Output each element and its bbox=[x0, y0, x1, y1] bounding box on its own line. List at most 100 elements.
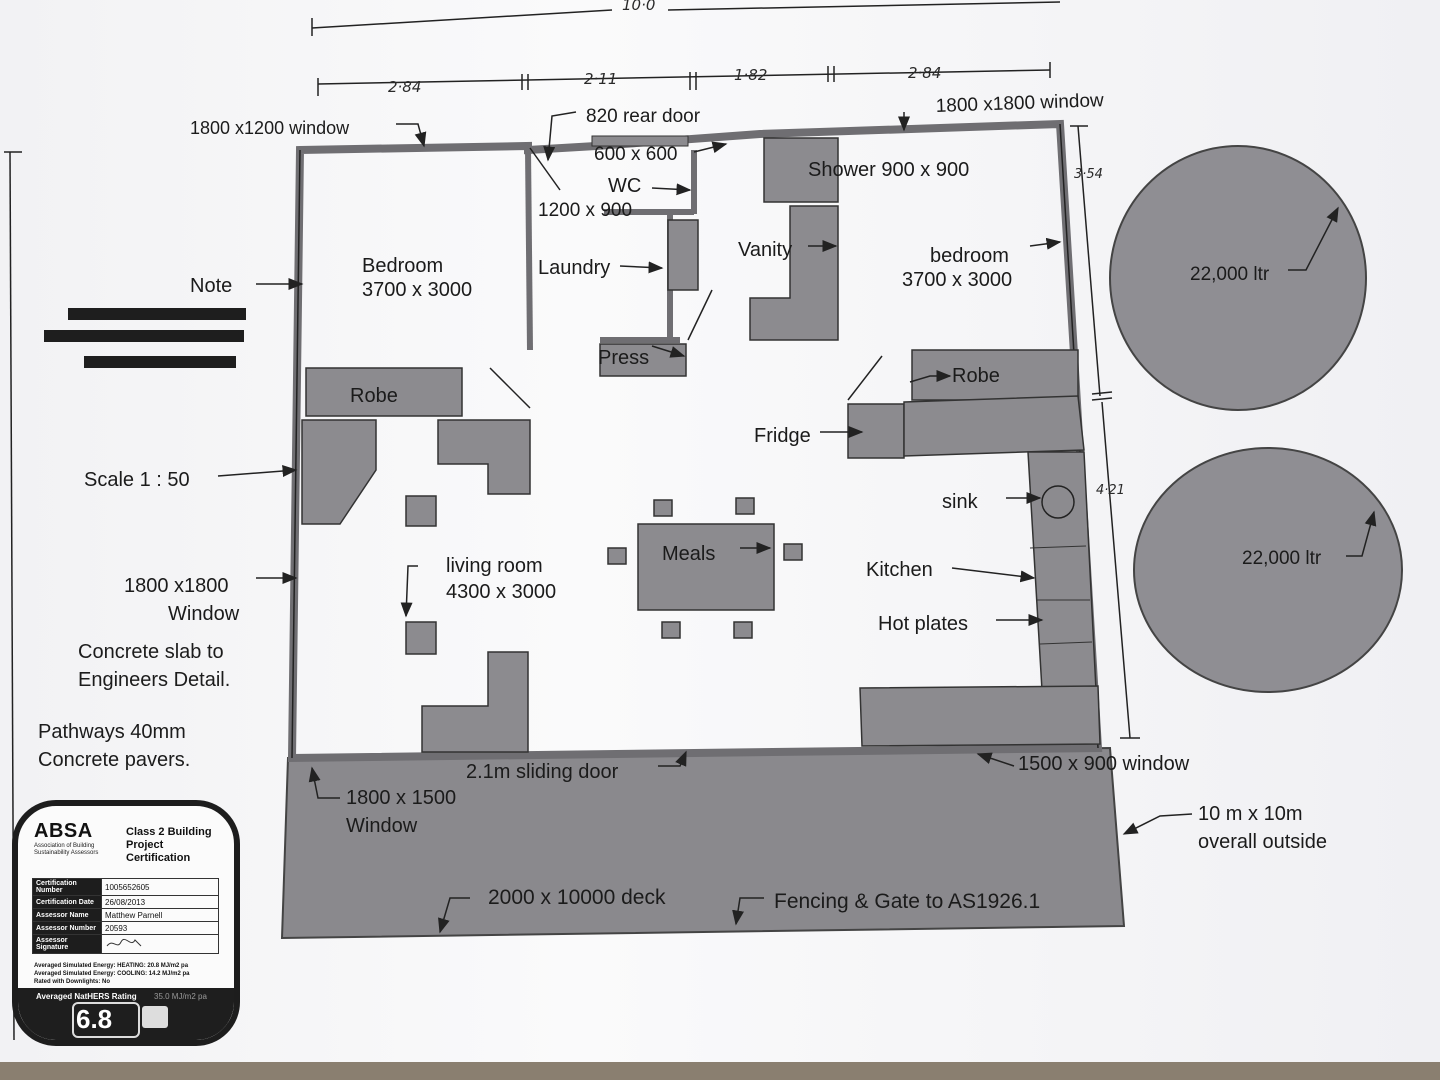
door-swing bbox=[529, 147, 561, 191]
window-bottom-left-line1: 1800 x 1500 bbox=[346, 787, 456, 809]
press-label: Press bbox=[598, 347, 649, 369]
meals-label: Meals bbox=[662, 543, 715, 565]
energy-line: Averaged Simulated Energy: HEATING: 20.8… bbox=[34, 963, 189, 969]
cert-key: Assessor Number bbox=[32, 921, 102, 935]
redacted-line bbox=[68, 308, 246, 320]
robe-left-label: Robe bbox=[350, 385, 398, 407]
cert-value: 1005652605 bbox=[101, 878, 219, 896]
absa-logo-subtitle: Association of Building Sustainability A… bbox=[34, 843, 99, 856]
cert-value: 20593 bbox=[101, 921, 219, 935]
shower-label: Shower 900 x 900 bbox=[808, 159, 969, 181]
shower bbox=[763, 137, 839, 203]
living-size: 4300 x 3000 bbox=[446, 581, 556, 603]
fridge-label: Fridge bbox=[754, 425, 811, 447]
cert-key: Assessor Name bbox=[32, 908, 102, 922]
outer-wall bbox=[287, 119, 1103, 763]
wc-size-label: 600 x 600 bbox=[594, 144, 677, 165]
note-label: Note bbox=[190, 275, 232, 297]
bedroom1-size: 3700 x 3000 bbox=[362, 279, 472, 301]
interior-wall bbox=[525, 147, 533, 351]
dim-top-2: 2·11 bbox=[584, 70, 617, 88]
pathways-note-line1: Pathways 40mm bbox=[38, 721, 186, 743]
cert-key: Certification Number bbox=[32, 878, 102, 896]
laundry-label: Laundry bbox=[538, 257, 610, 279]
cabinet-left bbox=[301, 419, 377, 525]
laundry-bench bbox=[667, 219, 699, 291]
overall-line1: 10 m x 10m bbox=[1198, 803, 1302, 825]
dim-top-1: 2·84 bbox=[388, 78, 421, 96]
kitchen-bench-bottom bbox=[859, 685, 1101, 747]
certification-badge: ABSA Association of Building Sustainabil… bbox=[12, 800, 244, 1052]
bedroom2-name: bedroom bbox=[930, 245, 1009, 267]
chair bbox=[653, 499, 673, 517]
cert-title-line2: Project bbox=[126, 839, 164, 851]
cert-value: Matthew Parnell bbox=[101, 908, 219, 922]
door-swing bbox=[847, 355, 883, 401]
cabinet-mid bbox=[437, 419, 531, 495]
tank-2-label: 22,000 ltr bbox=[1242, 548, 1322, 569]
chair bbox=[783, 543, 803, 561]
dim-top-4: 2·84 bbox=[908, 64, 941, 82]
couch bbox=[421, 651, 529, 753]
energy-line: Averaged Simulated Energy: COOLING: 14.2… bbox=[34, 971, 190, 977]
window-bottom-right-label: 1500 x 900 window bbox=[1018, 753, 1190, 775]
window-top-right-label: 1800 x1800 window bbox=[935, 90, 1104, 117]
rating-label: Averaged NatHERS Rating bbox=[36, 992, 137, 1001]
wc-wall bbox=[591, 135, 689, 147]
sliding-door-label: 2.1m sliding door bbox=[466, 761, 619, 783]
chair bbox=[607, 547, 627, 565]
certification-title: Class 2 Building Project Certification bbox=[126, 826, 226, 865]
sink-label: sink bbox=[942, 491, 979, 513]
rating-value: 6.8 bbox=[76, 1004, 113, 1034]
fencing-label: Fencing & Gate to AS1926.1 bbox=[774, 890, 1040, 913]
rating-mj: 35.0 MJ/m2 pa bbox=[154, 992, 207, 1001]
certification-frame: ABSA Association of Building Sustainabil… bbox=[12, 800, 240, 1046]
cert-signature bbox=[101, 934, 219, 954]
sink-basin bbox=[1041, 485, 1075, 519]
kitchen-bench-top bbox=[903, 395, 1085, 457]
cert-title-line1: Class 2 Building bbox=[126, 826, 212, 838]
cert-key: Assessor Signature bbox=[32, 934, 102, 954]
energy-ratings: Averaged Simulated Energy: HEATING: 20.8… bbox=[34, 962, 234, 986]
cert-title-line3: Certification bbox=[126, 852, 191, 864]
window-bottom-left-line2: Window bbox=[346, 815, 418, 837]
rear-door-label: 820 rear door bbox=[586, 106, 701, 127]
meals-table bbox=[637, 523, 775, 611]
pathways-note-line2: Concrete pavers. bbox=[38, 749, 191, 771]
laundry-door-label: 1200 x 900 bbox=[538, 200, 632, 221]
chair bbox=[733, 621, 753, 639]
wall-edge bbox=[291, 149, 301, 759]
living-name: living room bbox=[446, 555, 543, 577]
vanity-label: Vanity bbox=[738, 239, 792, 261]
water-tank-2 bbox=[1133, 447, 1403, 693]
rating-box bbox=[72, 1002, 140, 1038]
deck-label: 2000 x 10000 deck bbox=[488, 886, 666, 909]
fixtures bbox=[301, 137, 1101, 753]
kitchen-bench-right bbox=[1027, 451, 1097, 691]
cert-value: 26/08/2013 bbox=[101, 895, 219, 909]
door-swing bbox=[489, 367, 531, 409]
kitchen-label: Kitchen bbox=[866, 559, 933, 581]
dim-top-overall: 10·0 bbox=[622, 0, 655, 14]
cert-key: Certification Date bbox=[32, 895, 102, 909]
living-chair bbox=[405, 621, 437, 655]
dim-top-3: 1·82 bbox=[734, 66, 767, 84]
window-left-line2: Window bbox=[168, 603, 240, 625]
wc-label: WC bbox=[608, 175, 641, 197]
vanity bbox=[749, 205, 839, 341]
bench-divider bbox=[1039, 641, 1093, 645]
robe-left bbox=[305, 367, 463, 417]
scale-label: Scale 1 : 50 bbox=[84, 469, 190, 491]
redacted-line bbox=[84, 356, 236, 368]
window-left-line1: 1800 x1800 bbox=[124, 575, 229, 597]
concrete-note: Concrete slab to Engineers Detail. bbox=[78, 638, 230, 694]
energy-line: Rated with Downlights: No bbox=[34, 979, 110, 985]
dim-right-1: 3·54 bbox=[1074, 167, 1103, 182]
redacted-line bbox=[44, 330, 244, 342]
door-swing bbox=[687, 289, 713, 341]
